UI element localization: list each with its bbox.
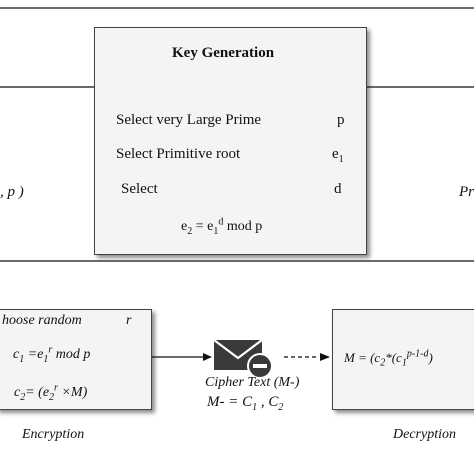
cipher-text-label: Cipher Text (M-) (205, 375, 300, 390)
key-row-select-value: d (334, 181, 342, 197)
key-generation-box (94, 27, 367, 255)
right-edge-text: Pr (459, 184, 474, 200)
encryption-line3: c2= (e2r ×M) (14, 382, 88, 403)
arrowhead-cipher-to-decrypt (320, 353, 330, 361)
cipher-text-values: M- = C1 , C2 (207, 394, 284, 413)
key-row-root-label: Select Primitive root (116, 146, 241, 162)
encryption-line2: c1 =e1r mod p (13, 344, 91, 365)
outer-frame-upper-right-line (366, 86, 474, 88)
key-row-prime-value: p (337, 112, 345, 128)
encryption-caption: Encryption (22, 427, 85, 442)
key-row-prime-label: Select very Large Prime (116, 112, 262, 128)
decryption-caption: Decryption (393, 427, 456, 442)
encryption-box (0, 309, 152, 410)
envelope-minus-icon (213, 339, 273, 379)
decryption-box (332, 309, 474, 410)
outer-frame-upper-left-line (0, 86, 95, 88)
left-edge-text: , p ) (0, 184, 24, 200)
outer-frame-top-line (0, 7, 474, 9)
encryption-line1-var: r (126, 313, 132, 328)
arrowhead-encrypt-to-cipher (203, 353, 212, 361)
decryption-formula: M = (c2*(c1p-1-d) (344, 348, 433, 369)
key-row-select-label: Select (121, 181, 158, 197)
key-formula: e2 = e1d mod p (181, 216, 263, 237)
key-row-root-value: e1 (332, 146, 344, 165)
key-generation-title: Key Generation (172, 45, 275, 61)
encryption-line1-label: hoose random (2, 313, 82, 328)
outer-frame-middle-line (0, 260, 474, 262)
